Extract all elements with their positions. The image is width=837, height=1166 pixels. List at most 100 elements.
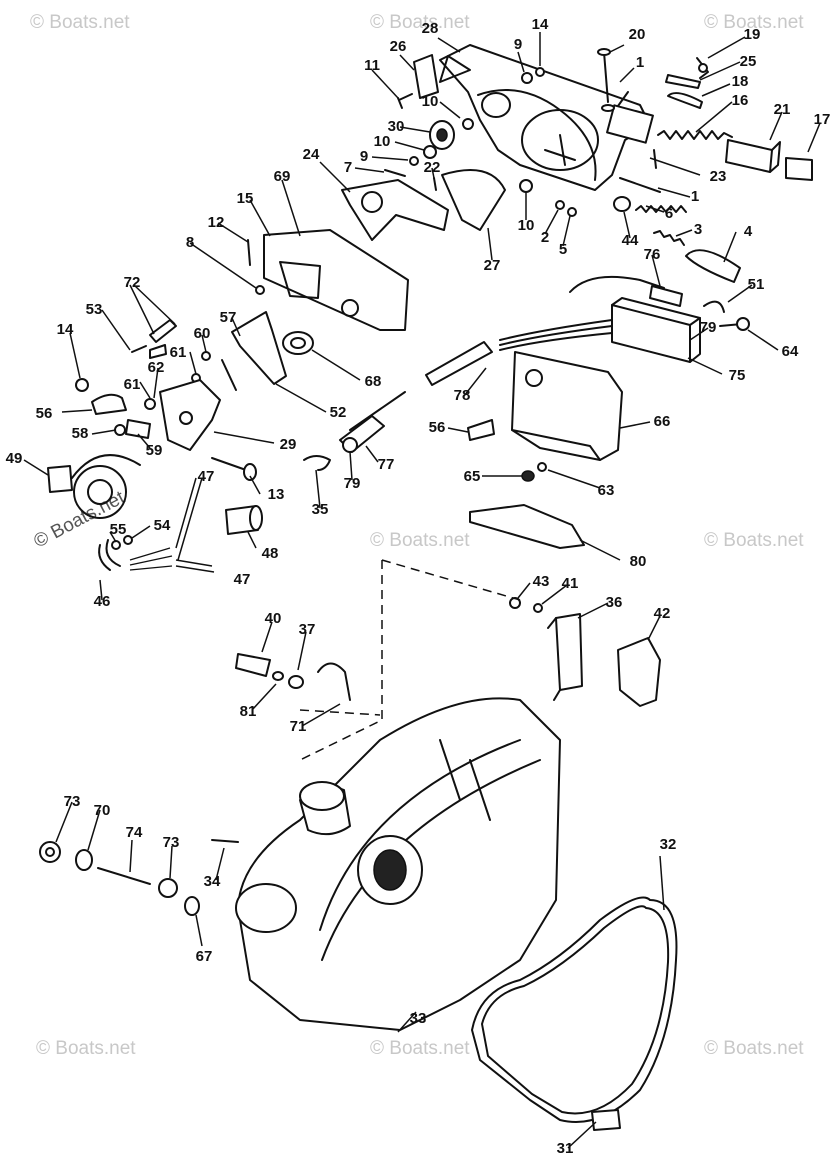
callout-label: 63: [598, 482, 615, 499]
callout-label: 14: [57, 321, 74, 338]
callout-label: 66: [654, 413, 671, 430]
callout-label: 75: [729, 367, 746, 384]
callout-label: 27: [484, 257, 501, 274]
callout-label: 47: [198, 468, 215, 485]
callout-label: 53: [86, 301, 103, 318]
callout-label: 49: [6, 450, 23, 467]
callout-label: 23: [710, 168, 727, 185]
callout-label: 61: [170, 344, 187, 361]
callout-label: 19: [744, 26, 761, 43]
callout-label: 40: [265, 610, 282, 627]
callout-label: 41: [562, 575, 579, 592]
callout-label: 15: [237, 190, 254, 207]
callout-label: 33: [410, 1010, 427, 1027]
callout-label: 10: [374, 133, 391, 150]
leader-lines: [23, 32, 821, 1149]
callout-label: 59: [146, 442, 163, 459]
watermark: © Boats.net: [370, 530, 470, 551]
callout-label: 73: [64, 793, 81, 810]
watermark: © Boats.net: [704, 12, 804, 33]
screw-part: [397, 93, 413, 109]
callout-label: 58: [72, 425, 89, 442]
callout-label: 61: [124, 376, 141, 393]
callout-label: 56: [36, 405, 53, 422]
callout-label: 74: [126, 824, 143, 841]
callout-label: 12: [208, 214, 225, 231]
callout-label: 68: [365, 373, 382, 390]
watermark: © Boats.net: [704, 530, 804, 551]
callout-label: 18: [732, 73, 749, 90]
callout-label: 71: [290, 718, 307, 735]
callout-label: 79: [344, 475, 361, 492]
callout-label: 77: [378, 456, 395, 473]
watermark: © Boats.net: [370, 12, 470, 33]
callout-label: 52: [330, 404, 347, 421]
callout-label: 65: [464, 468, 481, 485]
callout-label: 47: [234, 571, 251, 588]
callout-label: 9: [360, 148, 368, 165]
callout-label: 51: [748, 276, 765, 293]
callout-label: 72: [124, 274, 141, 291]
callout-label: 79: [700, 319, 717, 336]
callout-label: 28: [422, 20, 439, 37]
callout-label: 48: [262, 545, 279, 562]
callout-label: 22: [424, 159, 441, 176]
callout-label: 76: [644, 246, 661, 263]
part-drawings: [39, 44, 813, 1131]
callout-label: 44: [622, 232, 639, 249]
callout-label: 54: [154, 517, 171, 534]
callout-label: 9: [514, 36, 522, 53]
callout-label: 29: [280, 436, 297, 453]
callout-label: 13: [268, 486, 285, 503]
callout-label: 42: [654, 605, 671, 622]
callout-label: 2: [541, 229, 549, 246]
callout-label: 62: [148, 359, 165, 376]
watermark: © Boats.net: [370, 1038, 470, 1059]
callout-label: 60: [194, 325, 211, 342]
callout-label: 14: [532, 16, 549, 33]
callout-label: 11: [364, 57, 380, 74]
upper-housing-part: [439, 44, 654, 191]
callout-label: 1: [691, 188, 699, 205]
callout-label: 37: [299, 621, 316, 638]
callout-label: 56: [429, 419, 446, 436]
callout-label: 1: [636, 54, 644, 71]
watermark: © Boats.net: [36, 1038, 136, 1059]
callout-label: 20: [629, 26, 646, 43]
callout-label: 36: [606, 594, 623, 611]
callout-label: 43: [533, 573, 550, 590]
callout-label: 80: [630, 553, 647, 570]
callout-label: 24: [303, 146, 320, 163]
callout-labels: 14 9 28 20 19 26 11 1 25 18 10 16 30 21 …: [6, 16, 831, 1157]
callout-label: 10: [422, 93, 439, 110]
callout-label: 26: [390, 38, 407, 55]
callout-label: 16: [732, 92, 749, 109]
callout-label: 46: [94, 593, 111, 610]
bracket-part: [413, 54, 439, 99]
callout-label: 30: [388, 118, 405, 135]
callout-label: 35: [312, 501, 329, 518]
callout-label: 81: [240, 703, 257, 720]
callout-label: 4: [744, 223, 753, 240]
callout-label: 69: [274, 168, 291, 185]
callout-label: 67: [196, 948, 213, 965]
callout-label: 8: [186, 234, 194, 251]
callout-label: 70: [94, 802, 111, 819]
callout-label: 17: [814, 111, 831, 128]
callout-label: 32: [660, 836, 677, 853]
callout-label: 7: [344, 159, 352, 176]
watermark: © Boats.net: [704, 1038, 804, 1059]
callout-label: 55: [110, 521, 127, 538]
callout-label: 34: [204, 873, 221, 890]
callout-label: 78: [454, 387, 471, 404]
watermark: © Boats.net: [30, 12, 130, 33]
callout-label: 3: [694, 221, 702, 238]
callout-label: 21: [774, 101, 791, 118]
callout-label: 25: [740, 53, 757, 70]
callout-label: 57: [220, 309, 237, 326]
callout-label: 5: [559, 241, 567, 258]
callout-label: 73: [163, 834, 180, 851]
callout-label: 64: [782, 343, 799, 360]
callout-label: 10: [518, 217, 535, 234]
